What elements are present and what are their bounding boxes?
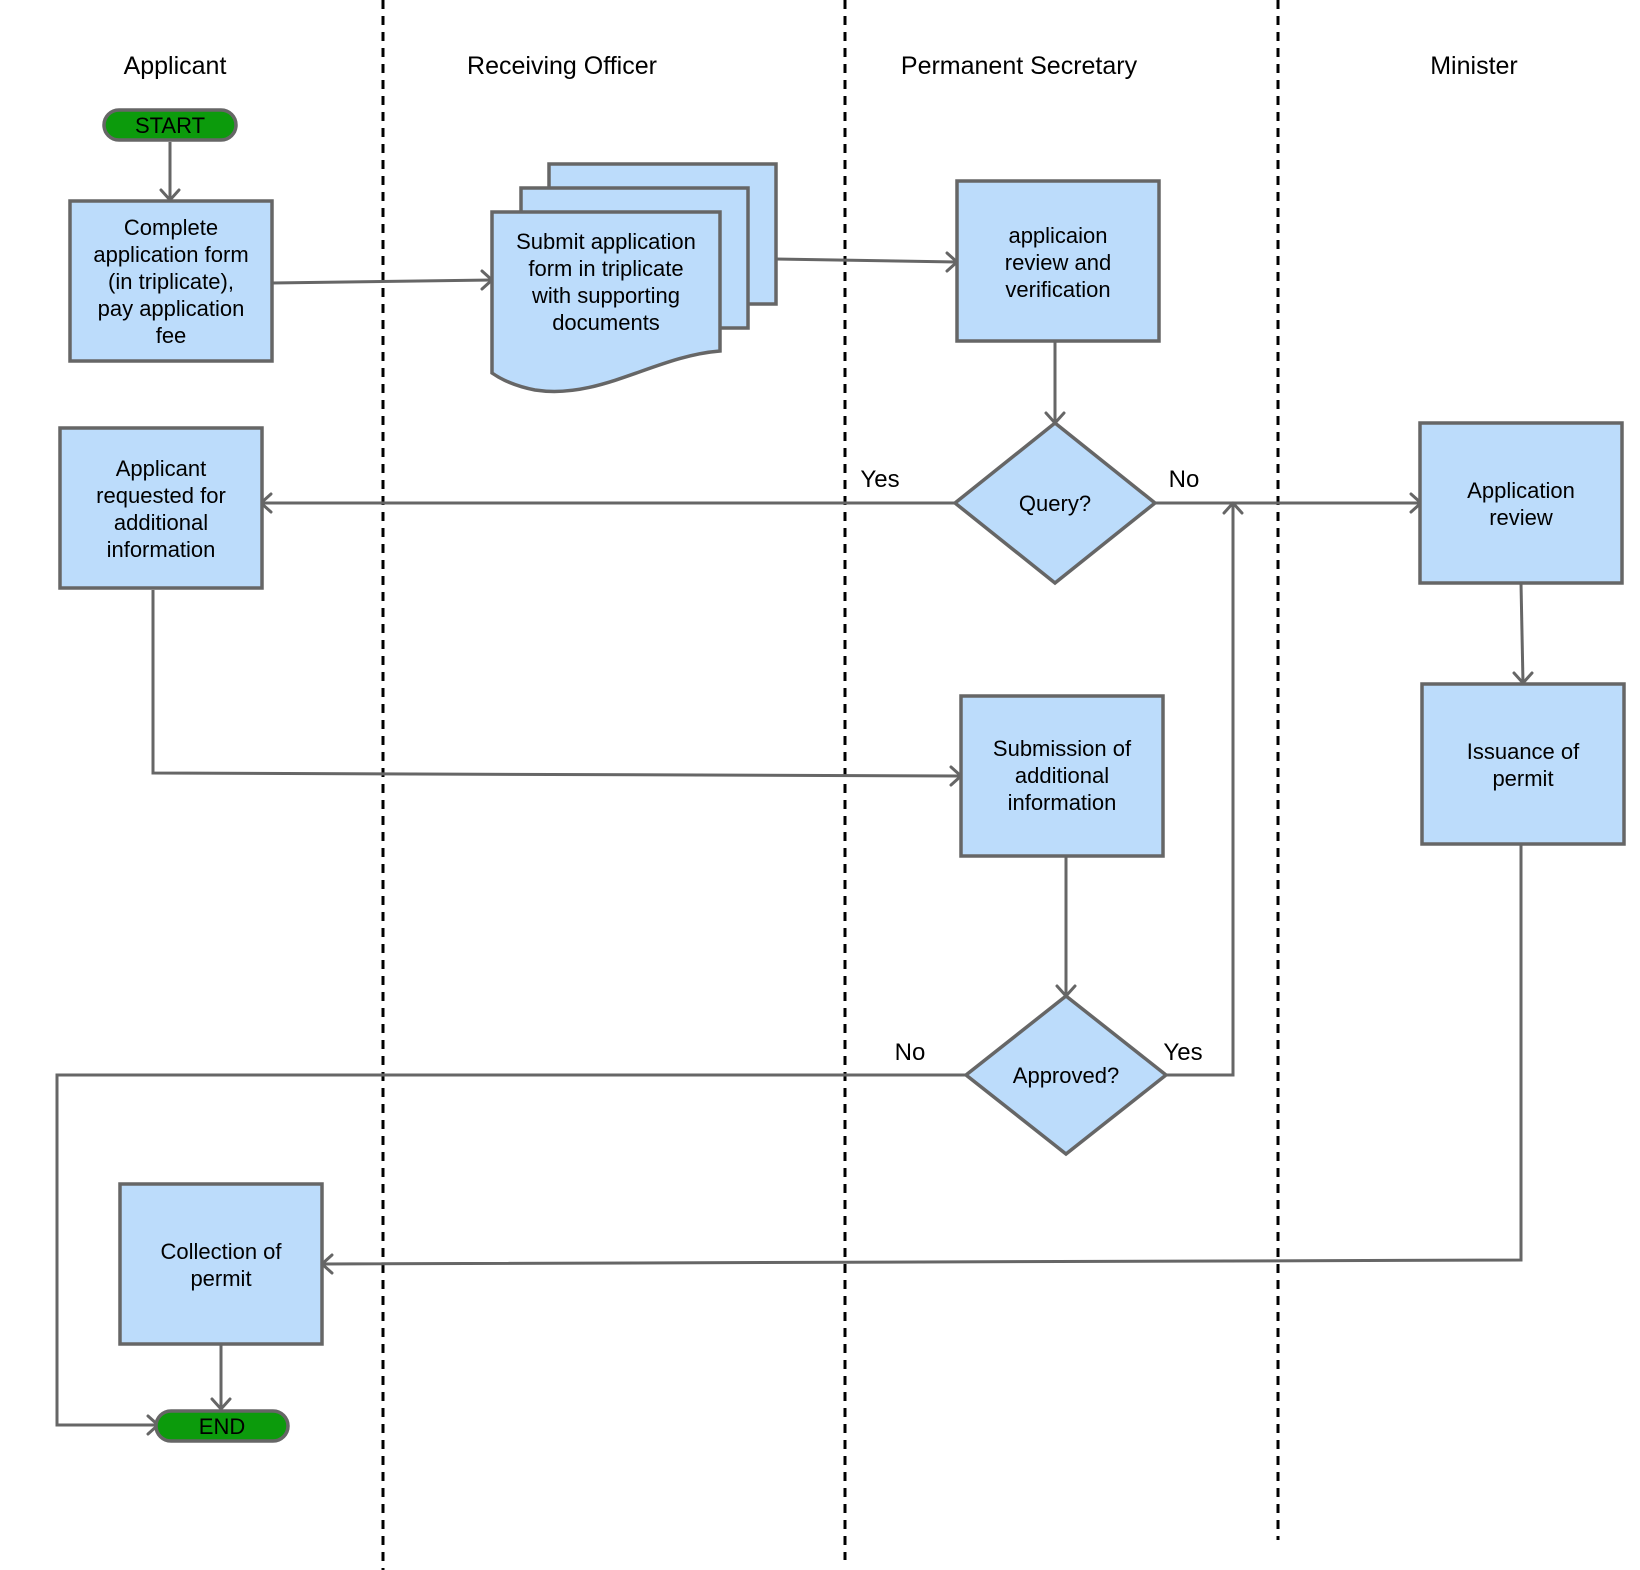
edge-request-to-submission [151,590,962,778]
node-line: Approved? [1013,1063,1119,1088]
decision-diamond [952,420,1158,586]
process-additional-information-request: Applicant requested for additional infor… [58,426,264,590]
edges [55,142,1534,1436]
lane-title-applicant: Applicant [124,52,227,80]
node-line: Collection of [160,1239,282,1264]
process-box [58,426,264,590]
process-box [68,199,274,363]
end-terminal: END [154,1409,290,1443]
node-line: verification [1005,277,1110,302]
process-submission-additional-information: Submission of additional information [959,694,1165,858]
edge-label-query-yes: Yes [860,466,899,493]
decision-diamond [963,993,1169,1157]
process-box [1418,421,1624,585]
arrowhead [1222,501,1244,515]
node-line: additional [1015,763,1109,788]
node-line: Submission of [993,736,1132,761]
node-line: Submit application [516,229,696,254]
node-line: information [107,537,216,562]
node-line: with supporting [531,283,680,308]
node-line: permit [1492,766,1553,791]
edge-issuance-to-collection [321,845,1523,1266]
node-line: form in triplicate [528,256,683,281]
edge-review-to-issuance [1519,582,1525,684]
start-terminal: START [102,108,238,142]
edge-approved-yes [1166,503,1235,1077]
node-line: documents [552,310,660,335]
process-box [1420,682,1626,846]
node-line: Issuance of [1467,739,1580,764]
edge-label-query-no: No [1169,466,1200,493]
node-line: review and [1005,250,1111,275]
node-line: information [1008,790,1117,815]
process-box [955,179,1161,343]
decision-approved: Approved? [963,993,1169,1157]
node-line: review [1489,505,1553,530]
node-line: requested for [96,483,226,508]
process-review-verification: applicaion review and verification [955,179,1161,343]
document-sheet-front [490,210,722,394]
node-line: Applicant [116,456,207,481]
node-line: Application [1467,478,1575,503]
process-complete-application-form: Complete application form (in triplicate… [68,199,274,363]
node-line: fee [156,323,187,348]
node-line: Complete [124,215,218,240]
lane-title-permanent-secretary: Permanent Secretary [901,52,1138,80]
edge-complete-to-submit [271,278,493,285]
node-line: permit [190,1266,251,1291]
node-line: application form [93,242,248,267]
node-line: additional [114,510,208,535]
process-issuance-of-permit: Issuance of permit [1420,682,1626,846]
node-line: applicaion [1008,223,1107,248]
edge-approved-no [55,1073,966,1427]
edge-label-approved-no: No [895,1039,926,1066]
start-terminal-shape [102,108,238,142]
end-terminal-label: END [199,1414,245,1439]
process-application-review: Application review [1418,421,1624,585]
lane-title-receiving-officer: Receiving Officer [467,52,657,80]
process-box [118,1182,324,1346]
node-line: Query? [1019,491,1091,516]
document-submit-triplicate: Submit application form in triplicate wi… [490,162,778,394]
node-line: (in triplicate), [108,269,234,294]
edge-label-approved-yes: Yes [1163,1039,1202,1066]
start-terminal-label: START [135,113,205,138]
process-box [959,694,1165,858]
node-line: pay application [98,296,245,321]
process-collection-of-permit: Collection of permit [118,1182,324,1346]
lane-title-minister: Minister [1430,52,1518,80]
edge-submit-to-review [774,257,958,264]
end-terminal-shape [154,1409,290,1443]
arrowhead [210,1397,232,1411]
decision-query: Query? [952,420,1158,586]
